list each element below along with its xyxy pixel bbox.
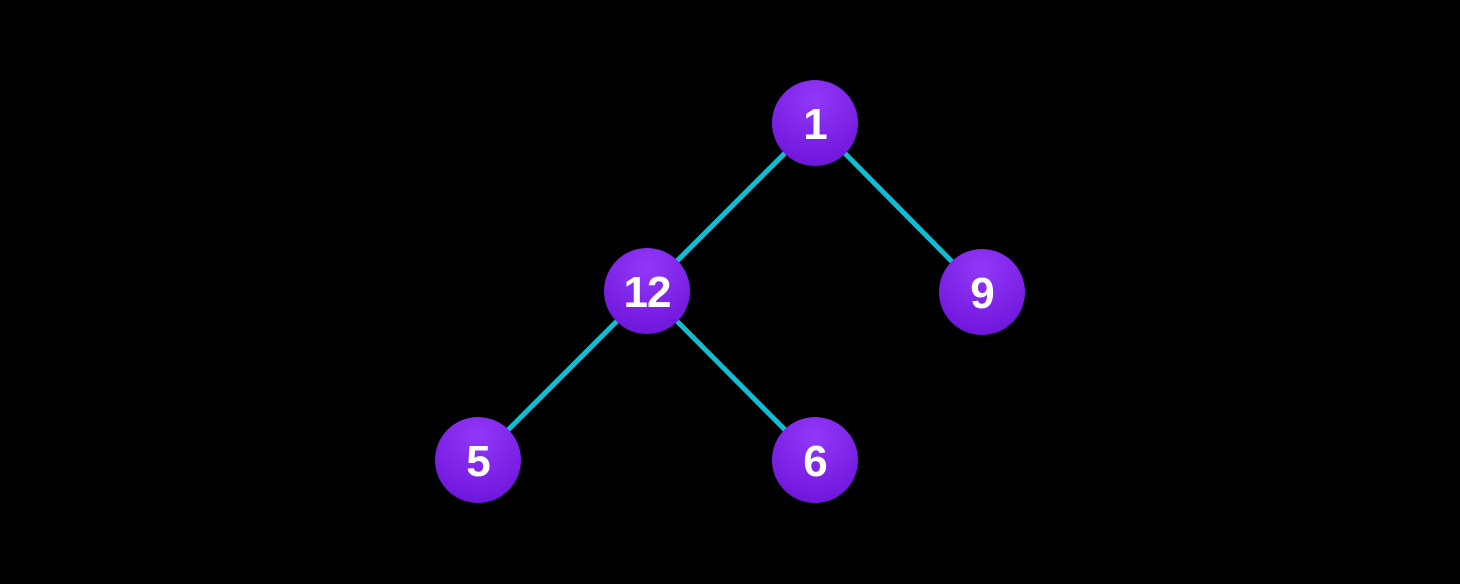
node-circle xyxy=(435,417,521,503)
tree-node-left: 12 xyxy=(604,248,690,334)
node-value-label: 6 xyxy=(803,437,826,486)
node-value-label: 1 xyxy=(803,100,827,149)
tree-node-right: 9 xyxy=(939,249,1025,335)
tree-node-left-left: 5 xyxy=(435,417,521,503)
tree-nodes: 1 12 9 5 6 xyxy=(435,80,1025,503)
node-value-label: 9 xyxy=(970,269,993,318)
node-circle xyxy=(604,248,690,334)
node-circle xyxy=(939,249,1025,335)
node-value-label: 12 xyxy=(624,268,671,317)
tree-node-left-right: 6 xyxy=(772,417,858,503)
node-value-label: 5 xyxy=(466,437,490,486)
tree-node-root: 1 xyxy=(772,80,858,166)
node-circle xyxy=(772,80,858,166)
node-circle xyxy=(772,417,858,503)
tree-edges xyxy=(475,120,985,463)
